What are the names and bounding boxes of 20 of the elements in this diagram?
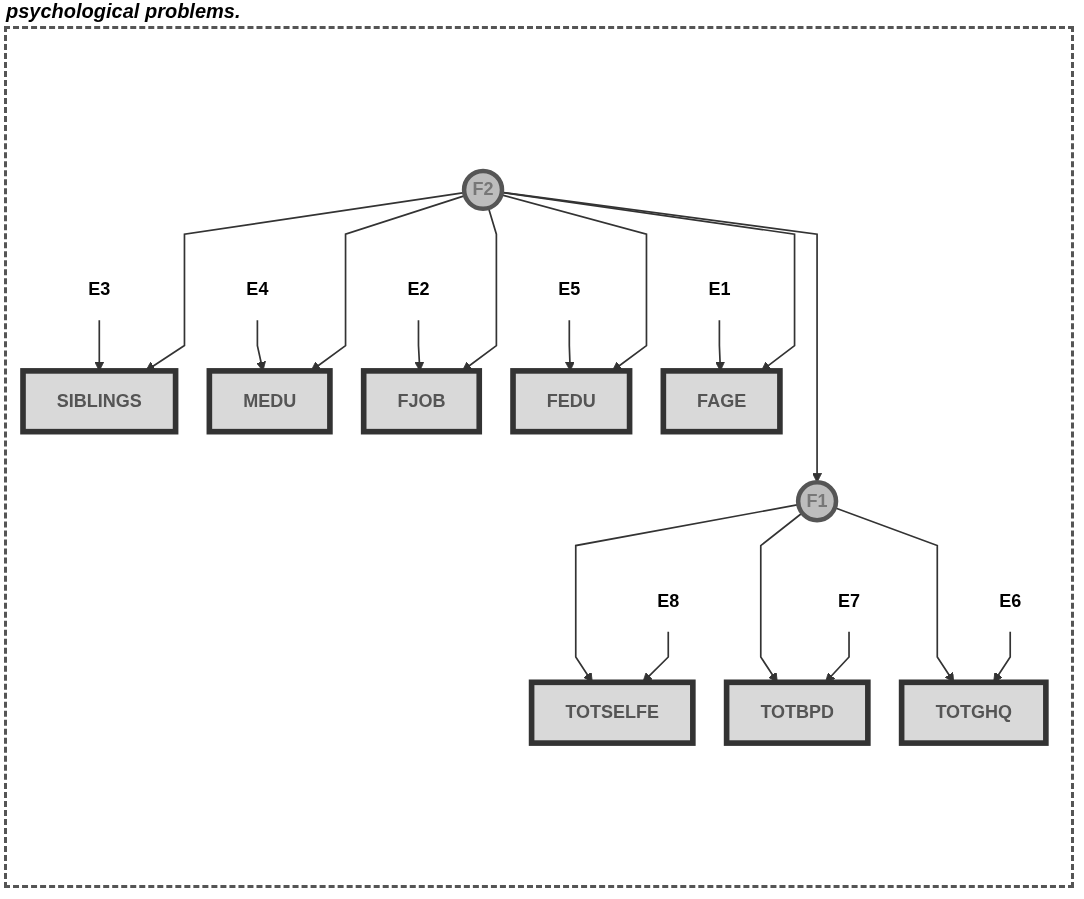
node-box: [206, 368, 333, 435]
node-box: [20, 368, 179, 435]
node-circle: [461, 168, 505, 212]
node-box: [898, 679, 1049, 746]
node-circle: [795, 480, 839, 523]
node-text: E8: [657, 591, 680, 611]
title: psychological problems.: [6, 0, 241, 22]
node-text: E6: [999, 591, 1022, 611]
node-box: [660, 368, 783, 435]
node-box: [723, 679, 871, 746]
node-text: E5: [558, 279, 581, 299]
node-text: E3: [88, 279, 111, 299]
node-box: [510, 368, 633, 435]
node-text: E1: [708, 279, 731, 299]
node-text: E7: [838, 591, 861, 611]
node-text: E2: [407, 279, 430, 299]
node-box: [360, 368, 483, 435]
diagram-frame: F2 E3 E4 E2 E5 E1 SIBLINGS MEDU FJOB FEDU FAGE F1 E8 E7 E6 TOTSELFE TOTBPD TOTGHQ: [4, 26, 1074, 888]
node-box: [528, 679, 696, 746]
node-text: E4: [246, 279, 269, 299]
